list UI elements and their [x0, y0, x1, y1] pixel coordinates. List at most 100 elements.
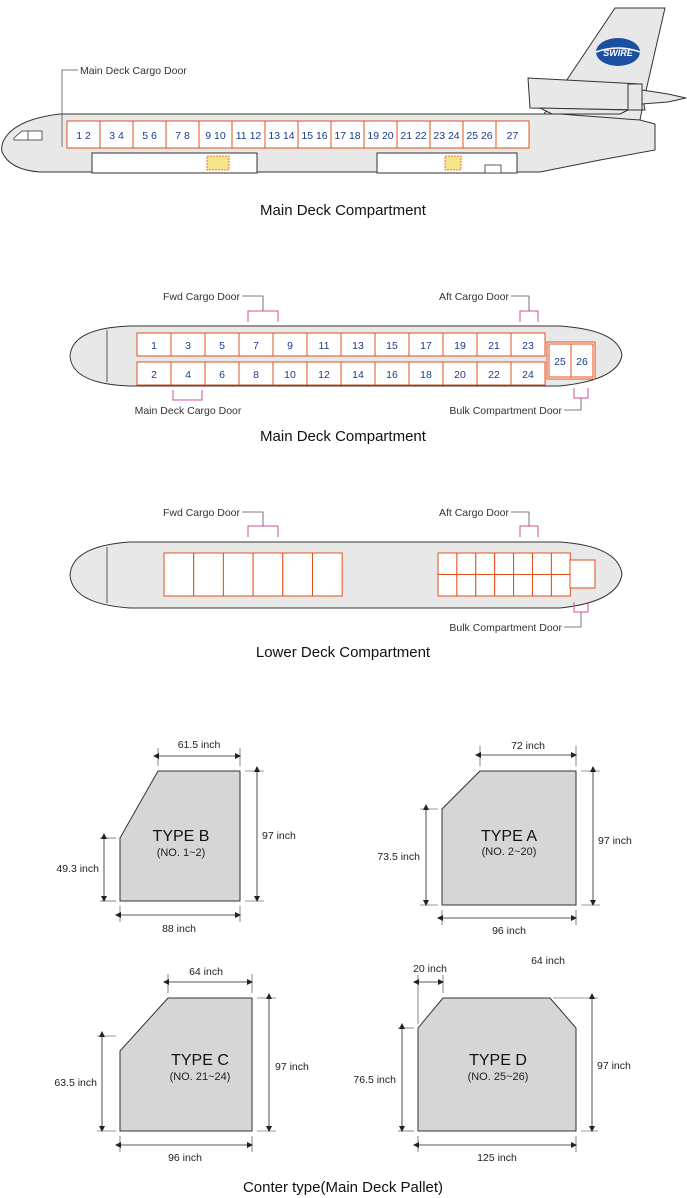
- pallet-a-right-dim: 97 inch: [598, 835, 632, 847]
- side-position-label: 27: [507, 130, 519, 142]
- side-position-label: 9 10: [205, 130, 226, 142]
- main-position-label: 11: [319, 340, 330, 352]
- side-position-label: 5 6: [142, 130, 157, 142]
- lower-fwd-position: [252, 552, 284, 597]
- pallet-c-shape: [119, 997, 253, 1132]
- forward-hold-box: [91, 152, 258, 174]
- side-position-label: 15 16: [301, 130, 327, 142]
- main-position-label: 1: [151, 340, 157, 352]
- side-position-cell: [165, 120, 200, 149]
- pallet-b-right-dim: 97 inch: [262, 830, 296, 842]
- main-deck-plan: Fwd Cargo Door Aft Cargo Door Main Deck …: [69, 291, 623, 417]
- side-position-label: 13 14: [268, 130, 294, 142]
- side-position-cell: [231, 120, 266, 149]
- lower-bulk-position: [569, 559, 596, 589]
- pallet-d-top-dim: 64 inch: [531, 955, 565, 967]
- pallet-c-bottom-dim: 96 inch: [168, 1152, 202, 1164]
- lower-aft-position: [475, 552, 496, 575]
- pallet-c-top-dim: 64 inch: [189, 966, 223, 978]
- lower-aft-position: [532, 552, 552, 575]
- side-position-label: 17 18: [334, 130, 360, 142]
- side-position-label: 1 2: [76, 130, 91, 142]
- lower-aft-position: [494, 552, 515, 575]
- main-caption: Main Deck Compartment: [260, 428, 427, 445]
- pallet-a-type: TYPE A: [481, 828, 537, 845]
- side-position-cell: [330, 120, 365, 149]
- main-position-label: 12: [318, 369, 330, 381]
- main-position-label: 6: [219, 369, 225, 381]
- side-position-cell: [363, 120, 398, 149]
- lower-deck-plan: Fwd Cargo Door Aft Cargo Door Bulk Compa…: [69, 507, 623, 634]
- pallet-d-no: (NO. 25~26): [468, 1071, 529, 1083]
- main-position-label: 3: [185, 340, 191, 352]
- lower-aft-position: [456, 574, 477, 597]
- main-position-label: 4: [185, 369, 191, 381]
- pallet-b-no: (NO. 1~2): [157, 847, 206, 859]
- pallet-b-type: TYPE B: [153, 828, 210, 845]
- pallet-a-top-dim: 72 inch: [511, 740, 545, 752]
- lower-aft-position: [513, 574, 533, 597]
- pallet-c-right-dim: 97 inch: [275, 1061, 309, 1073]
- lower-aft-position: [532, 574, 552, 597]
- forward-hold-door: [206, 155, 230, 171]
- main-position-label: 14: [352, 369, 364, 381]
- pallet-d-right-dim: 97 inch: [597, 1060, 631, 1072]
- side-position-cell: [429, 120, 464, 149]
- lower-aft-position: [437, 552, 458, 575]
- main-bulk-door-mark: [573, 388, 589, 399]
- pallet-c-type: TYPE C: [171, 1052, 229, 1069]
- lower-aft-position: [437, 574, 458, 597]
- main-position-label: 8: [253, 369, 259, 381]
- pallet-a-bottom-dim: 96 inch: [492, 925, 526, 937]
- side-position-cell: [495, 120, 530, 149]
- main-deck-door-mark: [172, 390, 203, 401]
- pallet-a-no: (NO. 2~20): [482, 846, 537, 858]
- pallet-d-shape: [417, 997, 577, 1132]
- side-position-label: 3 4: [109, 130, 124, 142]
- main-position-label: 24: [522, 369, 534, 381]
- pallet-type-b: 61.5 inch 97 inch 49.3 inch 88 inch TYPE…: [56, 739, 296, 935]
- side-position-label: 19 20: [367, 130, 393, 142]
- main-aft-door-mark: [519, 310, 539, 322]
- pallet-type-a: 72 inch 97 inch 73.5 inch 96 inch TYPE A…: [377, 740, 632, 937]
- pallet-b-left-dim: 49.3 inch: [56, 863, 99, 875]
- main-fwd-door-mark: [247, 310, 279, 322]
- pallet-a-left-dim: 73.5 inch: [377, 851, 420, 863]
- main-rear-label: 25: [554, 356, 566, 368]
- side-position-cell: [396, 120, 431, 149]
- main-position-label: 5: [219, 340, 225, 352]
- pallet-caption: Conter type(Main Deck Pallet): [243, 1179, 443, 1196]
- lower-fwd-position: [282, 552, 313, 597]
- main-position-cell: [510, 361, 546, 386]
- side-position-label: 7 8: [175, 130, 190, 142]
- main-aft-door-label: Aft Cargo Door: [439, 291, 510, 303]
- pallet-c-left-dim: 63.5 inch: [54, 1077, 97, 1089]
- pallet-c-no: (NO. 21~24): [170, 1071, 231, 1083]
- pallet-d-bottom-dim: 125 inch: [477, 1152, 517, 1164]
- pallet-b-top-dim: 61.5 inch: [178, 739, 221, 751]
- lower-aft-position: [550, 552, 571, 575]
- main-position-label: 20: [454, 369, 466, 381]
- pallet-type-c: 64 inch 97 inch 63.5 inch 96 inch TYPE C…: [54, 966, 309, 1164]
- pallet-type-d: 20 inch 64 inch 97 inch 76.5 inch 125 in…: [353, 955, 631, 1164]
- pallet-a-shape: [441, 770, 577, 906]
- side-caption: Main Deck Compartment: [260, 202, 427, 219]
- svg-text:SWIRE: SWIRE: [603, 48, 633, 58]
- swire-logo-icon: SWIRE: [595, 38, 641, 66]
- main-position-label: 13: [352, 340, 364, 352]
- lower-caption: Lower Deck Compartment: [256, 644, 431, 661]
- main-bulk-door-label: Bulk Compartment Door: [449, 405, 562, 417]
- lower-fwd-position: [312, 552, 343, 597]
- main-position-label: 16: [386, 369, 398, 381]
- side-position-cell: [132, 120, 167, 149]
- lower-fwd-door-label: Fwd Cargo Door: [163, 507, 241, 519]
- lower-aft-position: [475, 574, 496, 597]
- pallet-b-shape: [119, 770, 241, 902]
- main-position-label: 18: [420, 369, 432, 381]
- lower-aft-position: [494, 574, 515, 597]
- main-position-label: 23: [522, 340, 534, 352]
- lower-bulk-door-label: Bulk Compartment Door: [449, 622, 562, 634]
- pallet-b-bottom-dim: 88 inch: [162, 923, 196, 935]
- lower-aft-position: [456, 552, 477, 575]
